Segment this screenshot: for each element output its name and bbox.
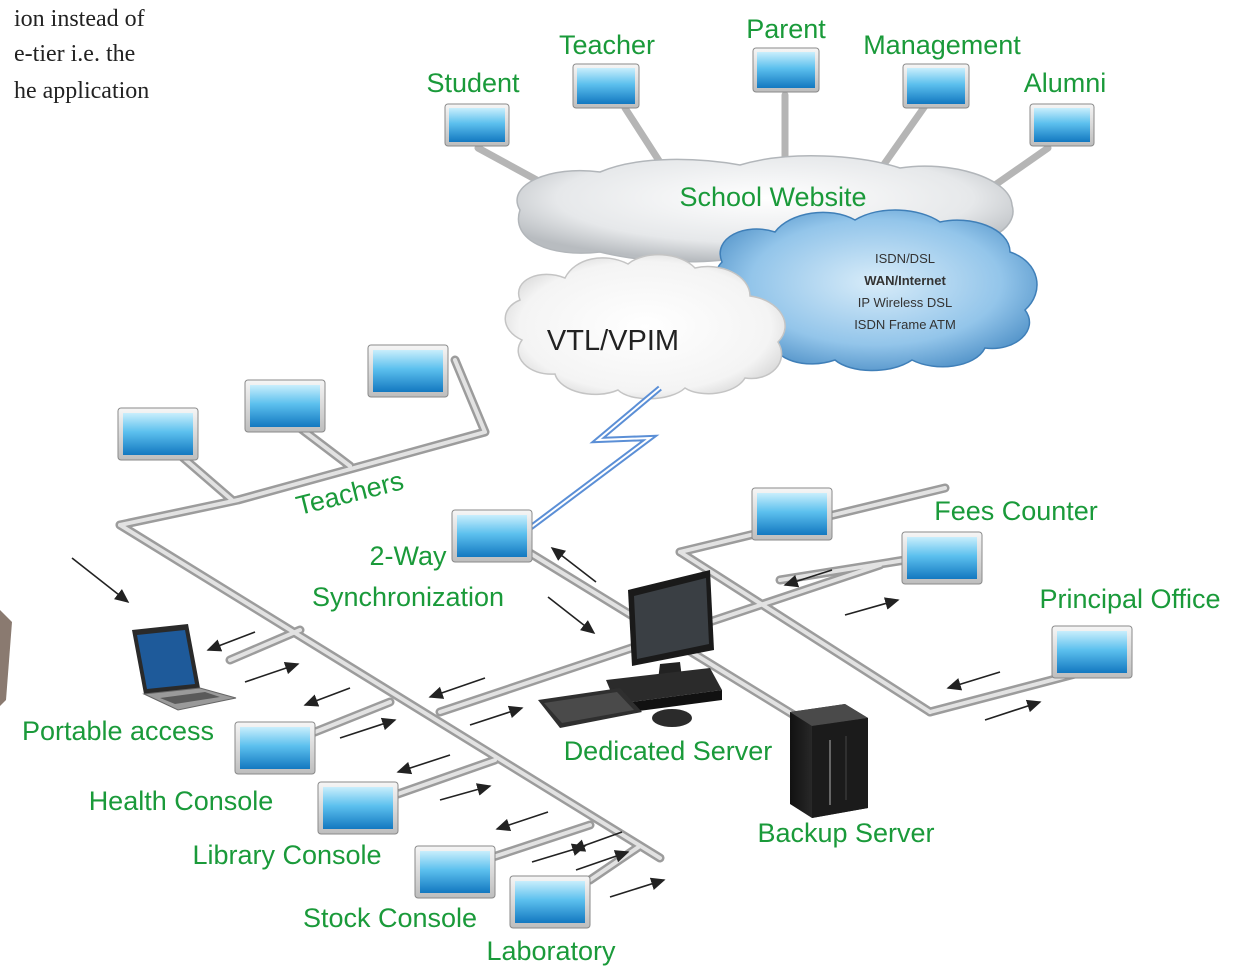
wan-line-3: IP Wireless DSL: [858, 295, 952, 310]
monitor-alumni: [1029, 103, 1095, 147]
label-portable-access: Portable access: [22, 716, 214, 746]
monitor-teachers-3: [367, 344, 449, 398]
monitor-health-console: [234, 721, 316, 775]
monitor-teacher: [572, 63, 640, 109]
label-teacher: Teacher: [559, 30, 655, 60]
direction-arrows: [71, 547, 1042, 898]
monitor-library-console: [317, 781, 399, 835]
label-principal-office: Principal Office: [1039, 584, 1220, 614]
page-text-line-2: e-tier i.e. the: [14, 41, 135, 67]
monitor-teachers-1: [117, 407, 199, 461]
label-sync-1: 2-Way: [369, 541, 447, 571]
label-laboratory: Laboratory: [486, 936, 616, 966]
wan-line-4: ISDN Frame ATM: [854, 317, 956, 332]
label-fees-counter: Fees Counter: [934, 496, 1098, 526]
vtl-vpim-label: VTL/VPIM: [547, 325, 679, 357]
page-text-line-3: he application: [14, 78, 149, 104]
label-stock-console: Stock Console: [303, 903, 477, 933]
label-parent: Parent: [746, 14, 826, 44]
monitor-teachers-2: [244, 379, 326, 433]
label-student: Student: [426, 68, 520, 98]
wan-line-2: WAN/Internet: [864, 273, 946, 288]
monitor-fees-top: [751, 487, 833, 541]
monitor-student: [444, 103, 510, 147]
wan-internet-text: ISDN/DSL WAN/Internet IP Wireless DSL IS…: [854, 251, 956, 332]
monitor-laboratory: [509, 875, 591, 929]
monitor-management: [902, 63, 970, 109]
monitor-principal-office: [1051, 625, 1133, 679]
label-dedicated-server: Dedicated Server: [564, 736, 773, 766]
page-text-line-1: ion instead of: [14, 6, 145, 32]
monitor-sync: [451, 509, 533, 563]
school-website-label: School Website: [679, 182, 866, 212]
label-backup-server: Backup Server: [757, 818, 934, 848]
label-alumni: Alumni: [1024, 68, 1107, 98]
laptop-icon: [132, 624, 237, 711]
monitor-stock-console: [414, 845, 496, 899]
label-health-console: Health Console: [89, 786, 274, 816]
label-sync-2: Synchronization: [312, 582, 504, 612]
monitor-parent: [752, 47, 820, 93]
label-library-console: Library Console: [192, 840, 381, 870]
lightning-link: [528, 385, 662, 531]
label-management: Management: [863, 30, 1021, 60]
vtl-vpim-cloud: [504, 253, 786, 400]
backup-server-icon: [790, 704, 868, 818]
wan-line-1: ISDN/DSL: [875, 251, 935, 266]
cut-off-device: [0, 610, 12, 706]
dedicated-server-icon: [538, 570, 722, 728]
monitor-fees-counter: [901, 531, 983, 585]
